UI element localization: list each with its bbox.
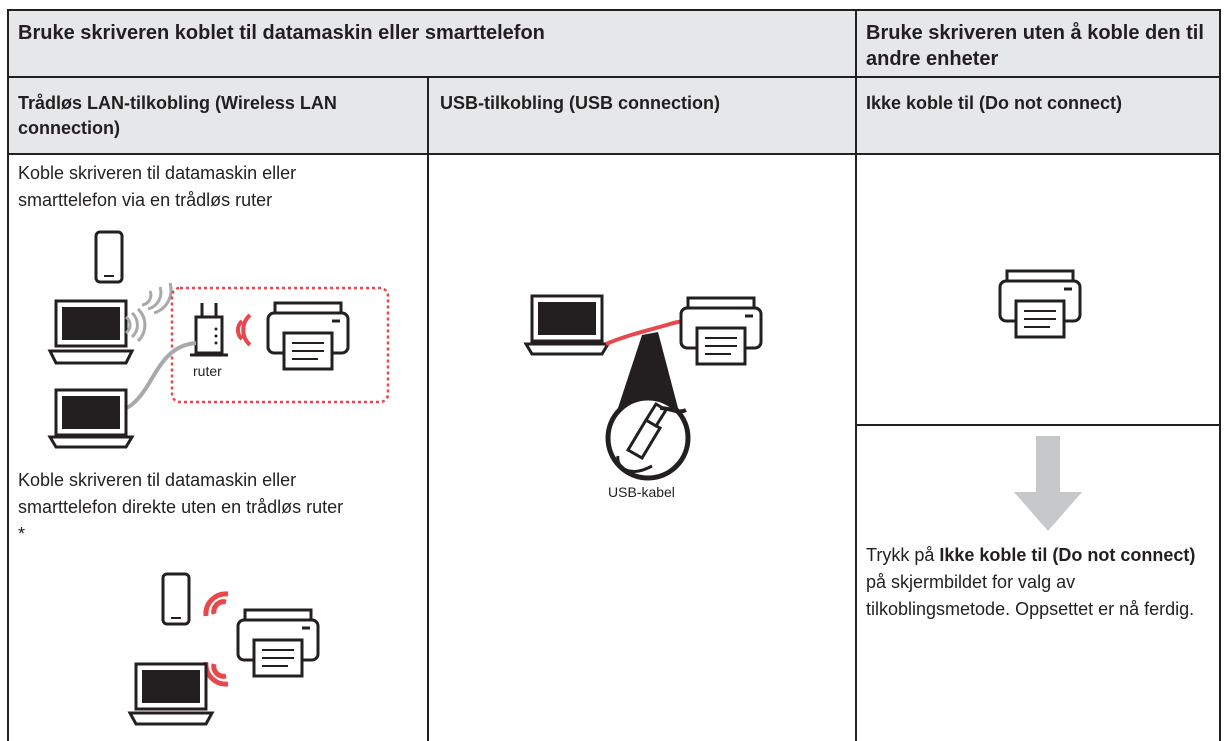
standalone-printer-illustration: [998, 269, 1082, 339]
printer-icon: [998, 269, 1082, 339]
router-group-box: [170, 286, 390, 404]
printer-icon: [236, 608, 320, 678]
usb-connection-illustration: [523, 294, 763, 481]
do-not-connect-instruction: Trykk på Ikke koble til (Do not connect)…: [866, 545, 1196, 619]
printer-icon: [679, 296, 763, 366]
header-row-bg: [8, 10, 1220, 77]
wireless-direct-description: Koble skriveren til datamaskin eller sma…: [18, 470, 344, 544]
wifi-signal-icon: [203, 591, 229, 687]
usb-cable-label: USB-kabel: [608, 484, 675, 500]
column-header-do-not-connect: Ikke koble til (Do not connect): [866, 93, 1123, 113]
smartphone-icon: [161, 572, 191, 626]
header-right-title: Bruke skriveren uten å koble den til and…: [866, 22, 1204, 70]
laptop-icon: [47, 388, 135, 449]
arrow-down-icon: [1014, 436, 1082, 531]
network-cable: [123, 341, 197, 411]
wifi-signal-icon: [141, 282, 173, 315]
header-left-title: Bruke skriveren koblet til datamaskin el…: [18, 22, 545, 44]
laptop-icon: [523, 294, 611, 356]
column-header-row-bg: [8, 77, 1220, 154]
usb-connector-icon: [605, 395, 691, 481]
router-icon: [190, 303, 228, 357]
wireless-router-description: Koble skriveren til datamaskin eller sma…: [18, 163, 297, 210]
wifi-signal-icon: [124, 307, 147, 343]
laptop-icon: [47, 299, 135, 365]
column-header-usb: USB-tilkobling (USB connection): [440, 93, 720, 113]
wifi-signal-icon: [235, 313, 252, 347]
wireless-router-illustration: [47, 230, 390, 449]
zoom-pointer: [618, 332, 678, 408]
laptop-icon: [127, 662, 215, 726]
smartphone-icon: [94, 230, 124, 284]
printer-icon: [266, 301, 350, 371]
column-header-wireless: Trådløs LAN-tilkobling (Wireless LAN con…: [18, 93, 337, 138]
wireless-direct-illustration: [127, 572, 320, 726]
router-label: ruter: [193, 363, 222, 379]
